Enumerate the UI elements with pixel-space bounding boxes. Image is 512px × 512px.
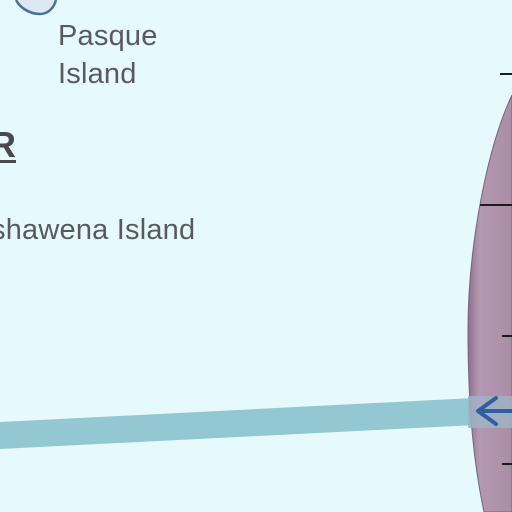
- pasque-island-label-line2: Island: [58, 58, 137, 90]
- partial-heading-letter: R: [0, 124, 16, 165]
- nashawena-island-label: shawena Island: [0, 214, 196, 246]
- left-arrow-icon[interactable]: [476, 396, 512, 426]
- pasque-island-label: Pasque: [58, 20, 158, 52]
- island-outline: [14, 0, 58, 16]
- channel-band: [0, 398, 476, 449]
